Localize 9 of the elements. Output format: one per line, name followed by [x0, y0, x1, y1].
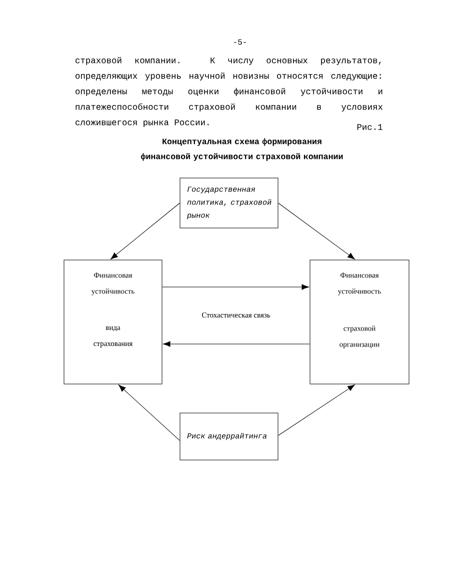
- arrow: [162, 284, 309, 290]
- arrow: [278, 202, 355, 260]
- figure-title: Концептуальная схема формирования финансовой устойчивости страховой компании: [140, 138, 343, 161]
- arrow: [163, 341, 310, 347]
- arrow: [110, 202, 180, 260]
- figure-number: Рис.1: [357, 124, 382, 130]
- arrow: [278, 384, 355, 436]
- page-number: -5-: [234, 39, 246, 45]
- arrow: [118, 384, 180, 441]
